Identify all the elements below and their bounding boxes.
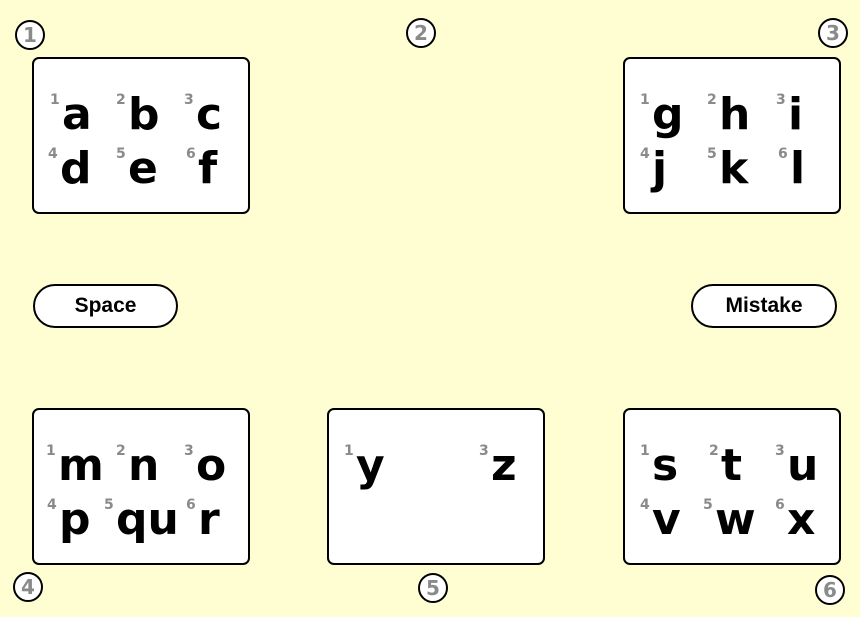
key-letter: b [128, 89, 160, 140]
group-marker-2[interactable]: 2 [406, 18, 436, 48]
key-letter: l [790, 143, 806, 194]
key-letter: p [59, 494, 91, 545]
key-letter: j [652, 143, 668, 194]
key-letter: t [721, 440, 743, 491]
group-marker-1[interactable]: 1 [15, 20, 45, 50]
key-number: 3 [479, 443, 489, 459]
key-letter: qu [116, 494, 179, 545]
key-number: 1 [344, 443, 354, 459]
group-marker-3[interactable]: 3 [818, 18, 848, 48]
key-number: 1 [50, 92, 60, 108]
key-letter: o [196, 440, 227, 491]
key-number: 6 [778, 146, 788, 162]
key-number: 2 [116, 443, 126, 459]
key-letter: r [198, 494, 220, 545]
key-letter: z [491, 440, 517, 491]
key-number: 2 [709, 443, 719, 459]
key-letter: i [788, 89, 804, 140]
key-letter: k [719, 143, 749, 194]
key-letter: e [128, 143, 158, 194]
key-letter: a [62, 89, 92, 140]
key-number: 3 [776, 92, 786, 108]
key-letter: m [58, 440, 104, 491]
key-letter: n [128, 440, 160, 491]
key-number: 2 [707, 92, 717, 108]
key-number: 6 [186, 497, 196, 513]
key-number: 5 [707, 146, 717, 162]
key-number: 1 [46, 443, 56, 459]
key-letter: d [60, 143, 92, 194]
group-marker-4[interactable]: 4 [13, 572, 43, 602]
key-number: 5 [116, 146, 126, 162]
key-letter: y [356, 440, 385, 491]
key-letter: u [787, 440, 819, 491]
key-letter: x [787, 494, 816, 545]
key-number: 1 [640, 443, 650, 459]
key-letter: w [715, 494, 756, 545]
key-letter: c [196, 89, 223, 140]
key-number: 5 [703, 497, 713, 513]
key-letter: v [652, 494, 681, 545]
key-number: 6 [775, 497, 785, 513]
key-number: 5 [104, 497, 114, 513]
key-number: 4 [640, 497, 650, 513]
key-number: 3 [184, 92, 194, 108]
mistake-button[interactable]: Mistake [691, 284, 837, 328]
key-number: 4 [640, 146, 650, 162]
key-number: 3 [775, 443, 785, 459]
key-letter: h [719, 89, 751, 140]
space-button[interactable]: Space [33, 284, 178, 328]
group-marker-5[interactable]: 5 [418, 573, 448, 603]
key-number: 6 [186, 146, 196, 162]
group-marker-6[interactable]: 6 [815, 575, 845, 605]
key-number: 4 [48, 146, 58, 162]
key-number: 4 [47, 497, 57, 513]
key-number: 1 [640, 92, 650, 108]
key-letter: g [652, 89, 684, 140]
key-letter: s [652, 440, 679, 491]
key-number: 2 [116, 92, 126, 108]
key-letter: f [198, 143, 218, 194]
key-number: 3 [184, 443, 194, 459]
